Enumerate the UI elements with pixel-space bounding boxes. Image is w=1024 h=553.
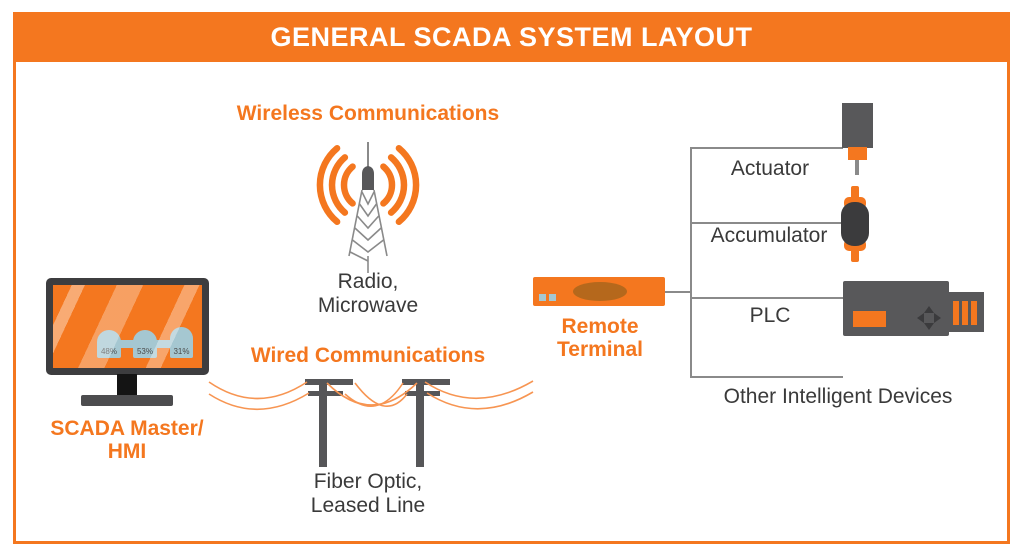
plc-icon: [843, 281, 985, 336]
terminal-vent: [573, 282, 627, 301]
tank-value: 48%: [97, 347, 121, 356]
other-devices-label: Other Intelligent Devices: [723, 385, 953, 408]
remote-terminal-label: Remote Terminal: [557, 315, 643, 361]
tank-value: 31%: [170, 347, 193, 356]
monitor-base: [81, 395, 173, 406]
wired-title: Wired Communications: [250, 344, 486, 367]
tank-value: 53%: [133, 347, 157, 356]
terminal-led: [549, 294, 556, 301]
page-title: GENERAL SCADA SYSTEM LAYOUT: [270, 21, 753, 52]
accumulator-label: Accumulator: [710, 224, 828, 247]
tank-gauge: 31%: [170, 327, 193, 358]
actuator-label: Actuator: [730, 157, 810, 180]
connector-line: [665, 291, 690, 293]
plc-label: PLC: [749, 304, 791, 327]
actuator-icon: [840, 101, 876, 179]
wired-caption: Fiber Optic, Leased Line: [310, 470, 426, 517]
scada-master-label: SCADA Master/ HMI: [50, 417, 204, 463]
radio-tower-icon: [305, 130, 431, 275]
header-bar: GENERAL SCADA SYSTEM LAYOUT: [13, 12, 1010, 62]
power-lines-icon: [205, 373, 537, 469]
tank-pipe: [155, 340, 172, 348]
tank-gauge: 48%: [97, 330, 121, 358]
tank-gauge: 53%: [133, 330, 157, 358]
remote-terminal-icon: [533, 277, 665, 306]
branch-line-plc: [690, 297, 843, 299]
branch-line-actuator: [690, 147, 843, 149]
accumulator-icon: [839, 184, 871, 264]
tank-pipe: [119, 340, 135, 348]
tree-trunk-line: [690, 147, 692, 378]
branch-line-accumulator: [690, 222, 842, 224]
monitor-screen: 48% 53% 31%: [53, 285, 202, 368]
monitor-stand: [117, 374, 137, 397]
wireless-title: Wireless Communications: [236, 102, 500, 125]
branch-line-other: [690, 376, 843, 378]
screen-glare: [53, 285, 202, 368]
terminal-led: [539, 294, 546, 301]
wireless-caption: Radio, Microwave: [317, 270, 419, 317]
